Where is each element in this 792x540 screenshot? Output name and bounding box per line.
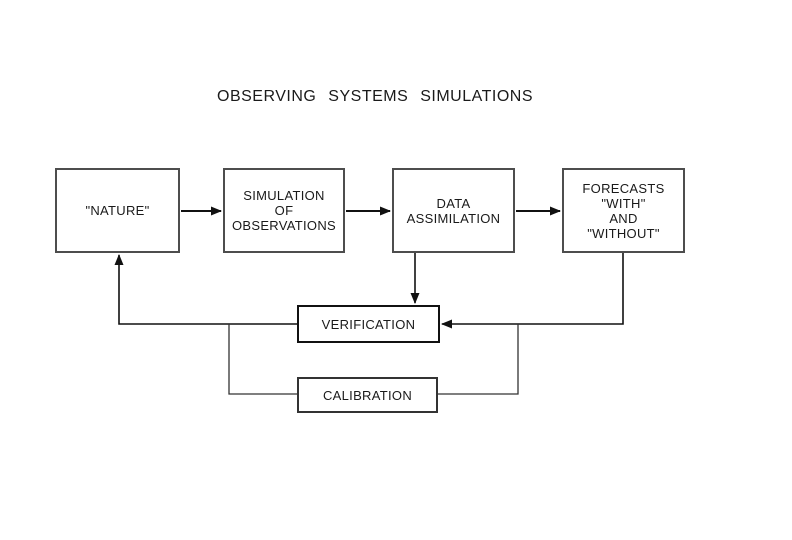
verification-box: VERIFICATION	[297, 305, 440, 343]
verification-label: VERIFICATION	[321, 316, 416, 332]
simulation-of-observations-label: SIMULATION OF OBSERVATIONS	[231, 188, 336, 233]
arrow-verification-to-nature	[114, 254, 297, 325]
arrow-forecasts-to-verification	[441, 253, 624, 329]
nature-label: "NATURE"	[85, 203, 150, 218]
calibration-box: CALIBRATION	[297, 377, 438, 413]
data-assimilation-box: DATA ASSIMILATION	[392, 168, 515, 253]
nature-box: "NATURE"	[55, 168, 180, 253]
line-calibration-left-junction	[228, 324, 297, 395]
simulation-of-observations-box: SIMULATION OF OBSERVATIONS	[223, 168, 345, 253]
line-calibration-right-junction	[438, 324, 519, 395]
calibration-label: CALIBRATION	[322, 387, 413, 403]
forecasts-box: FORECASTS "WITH" AND "WITHOUT"	[562, 168, 685, 253]
data-assimilation-label: DATA ASSIMILATION	[406, 195, 501, 226]
diagram-title: OBSERVING SYSTEMS SIMULATIONS	[217, 88, 533, 105]
forecasts-label: FORECASTS "WITH" AND "WITHOUT"	[582, 180, 665, 241]
